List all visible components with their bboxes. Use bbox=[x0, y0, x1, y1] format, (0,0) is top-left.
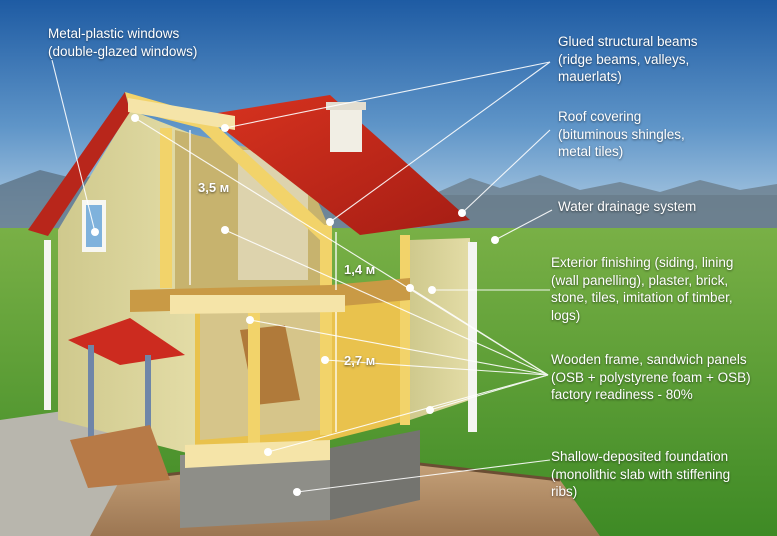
roof-left bbox=[28, 92, 130, 236]
downpipe bbox=[468, 242, 477, 432]
chimney-cap bbox=[326, 102, 366, 110]
far-mountains-right bbox=[420, 175, 777, 232]
dimension-attic-height: 3,5 м bbox=[198, 180, 230, 195]
floor-panel-edge bbox=[170, 295, 345, 314]
roof-right bbox=[205, 95, 470, 235]
right-wall bbox=[410, 238, 470, 420]
callout-foundation: Shallow-deposited foundation (monolithic… bbox=[551, 449, 731, 499]
porch-post bbox=[88, 345, 94, 440]
callout-windows: Metal-plastic windows (double-glazed win… bbox=[48, 26, 198, 59]
porch-steps bbox=[70, 425, 170, 488]
foundation-slab-side bbox=[330, 430, 420, 520]
ground-floor-base bbox=[185, 440, 330, 468]
callout-roof-covering: Roof covering (bituminous shingles, meta… bbox=[558, 109, 685, 159]
callout-water-drainage: Water drainage system bbox=[558, 199, 697, 214]
chimney bbox=[330, 108, 362, 152]
callout-exterior-finishing: Exterior finishing (siding, lining (wall… bbox=[551, 255, 734, 323]
dimension-floor-height: 2,7 м bbox=[344, 353, 376, 368]
callout-wooden-frame: Wooden frame, sandwich panels (OSB + pol… bbox=[551, 352, 751, 402]
frame-post bbox=[248, 300, 260, 460]
callout-glued-beams: Glued structural beams (ridge beams, val… bbox=[558, 34, 698, 84]
dimension-knee-wall-height: 1,4 м bbox=[344, 262, 376, 277]
downpipe-left bbox=[44, 240, 51, 410]
frame-post bbox=[160, 128, 172, 288]
leader-dots bbox=[91, 114, 499, 496]
dimension-lines bbox=[189, 130, 337, 432]
foundation-slab bbox=[180, 448, 330, 528]
porch-post bbox=[145, 355, 151, 455]
roof-top-beam bbox=[128, 98, 235, 130]
frame-post bbox=[320, 225, 332, 435]
frame-post bbox=[400, 235, 410, 425]
porch-roof bbox=[68, 318, 185, 365]
leader-lines bbox=[51, 59, 553, 493]
